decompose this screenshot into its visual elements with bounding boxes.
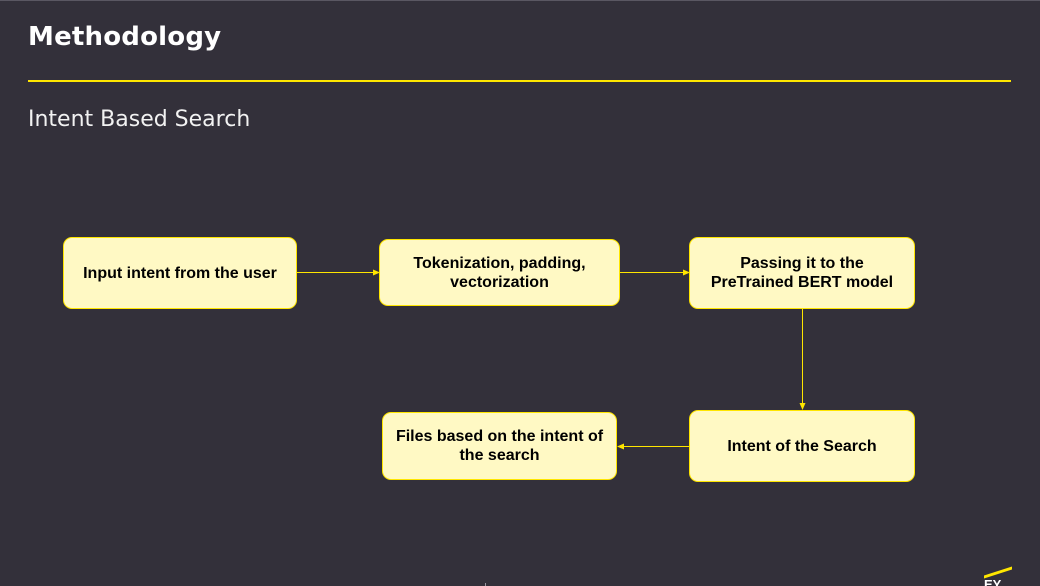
connector-intent-to-files	[617, 443, 689, 450]
top-frame-line	[0, 0, 1040, 1]
node-tokenization: Tokenization, padding, vectorization	[379, 239, 620, 306]
connector-bert-to-intent	[799, 309, 806, 410]
node-result-files: Files based on the intent of the search	[382, 412, 617, 480]
logo-text: EY	[984, 577, 1002, 586]
slide-subtitle: Intent Based Search	[28, 107, 251, 132]
bottom-tick-mark	[485, 583, 486, 586]
connector-input-to-tokenization	[297, 269, 380, 276]
connector-tokenization-to-bert	[620, 269, 690, 276]
node-input-intent: Input intent from the user	[63, 237, 297, 309]
title-underline	[28, 80, 1011, 82]
node-bert-model: Passing it to the PreTrained BERT model	[689, 237, 915, 309]
ey-logo: EY	[978, 566, 1018, 586]
slide-title: Methodology	[28, 22, 222, 52]
node-search-intent: Intent of the Search	[689, 410, 915, 482]
